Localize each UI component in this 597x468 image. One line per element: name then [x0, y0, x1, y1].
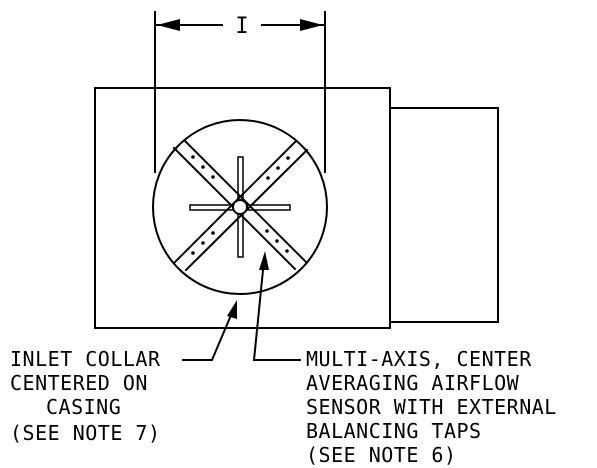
callout-sensor-line-5: (SEE NOTE 6) [306, 443, 457, 467]
leader-sensor [252, 251, 301, 361]
callout-inlet-collar-line-2: CENTERED ON [10, 371, 148, 395]
leader-arrow-sensor [259, 251, 269, 270]
leader-inlet-collar [182, 300, 237, 361]
dimension-line [156, 19, 324, 31]
airflow-sensor [172, 139, 309, 272]
callout-inlet-collar-line-4: (SEE NOTE 7) [10, 421, 161, 445]
dimension-label: I [235, 14, 248, 39]
callout-sensor-line-1: MULTI-AXIS, CENTER [306, 347, 532, 371]
callout-sensor: MULTI-AXIS, CENTER AVERAGING AIRFLOW SEN… [306, 347, 557, 467]
discharge-outlet [389, 107, 499, 323]
callout-sensor-line-4: BALANCING TAPS [306, 419, 482, 443]
dimension-arrow-right [300, 19, 323, 31]
inlet-collar [152, 119, 328, 295]
dimension-arrow-left [157, 19, 180, 31]
leader-arrow-inlet-collar [227, 300, 237, 319]
sensor-taps [191, 155, 290, 255]
callout-inlet-collar: INLET COLLAR CENTERED ON CASING (SEE NOT… [10, 347, 161, 445]
sensor-center-hub [232, 199, 248, 215]
callout-sensor-line-2: AVERAGING AIRFLOW [306, 371, 520, 395]
callout-inlet-collar-line-1: INLET COLLAR [10, 347, 161, 371]
callout-sensor-line-3: SENSOR WITH EXTERNAL [306, 395, 557, 419]
callout-inlet-collar-line-3: CASING [46, 395, 121, 419]
